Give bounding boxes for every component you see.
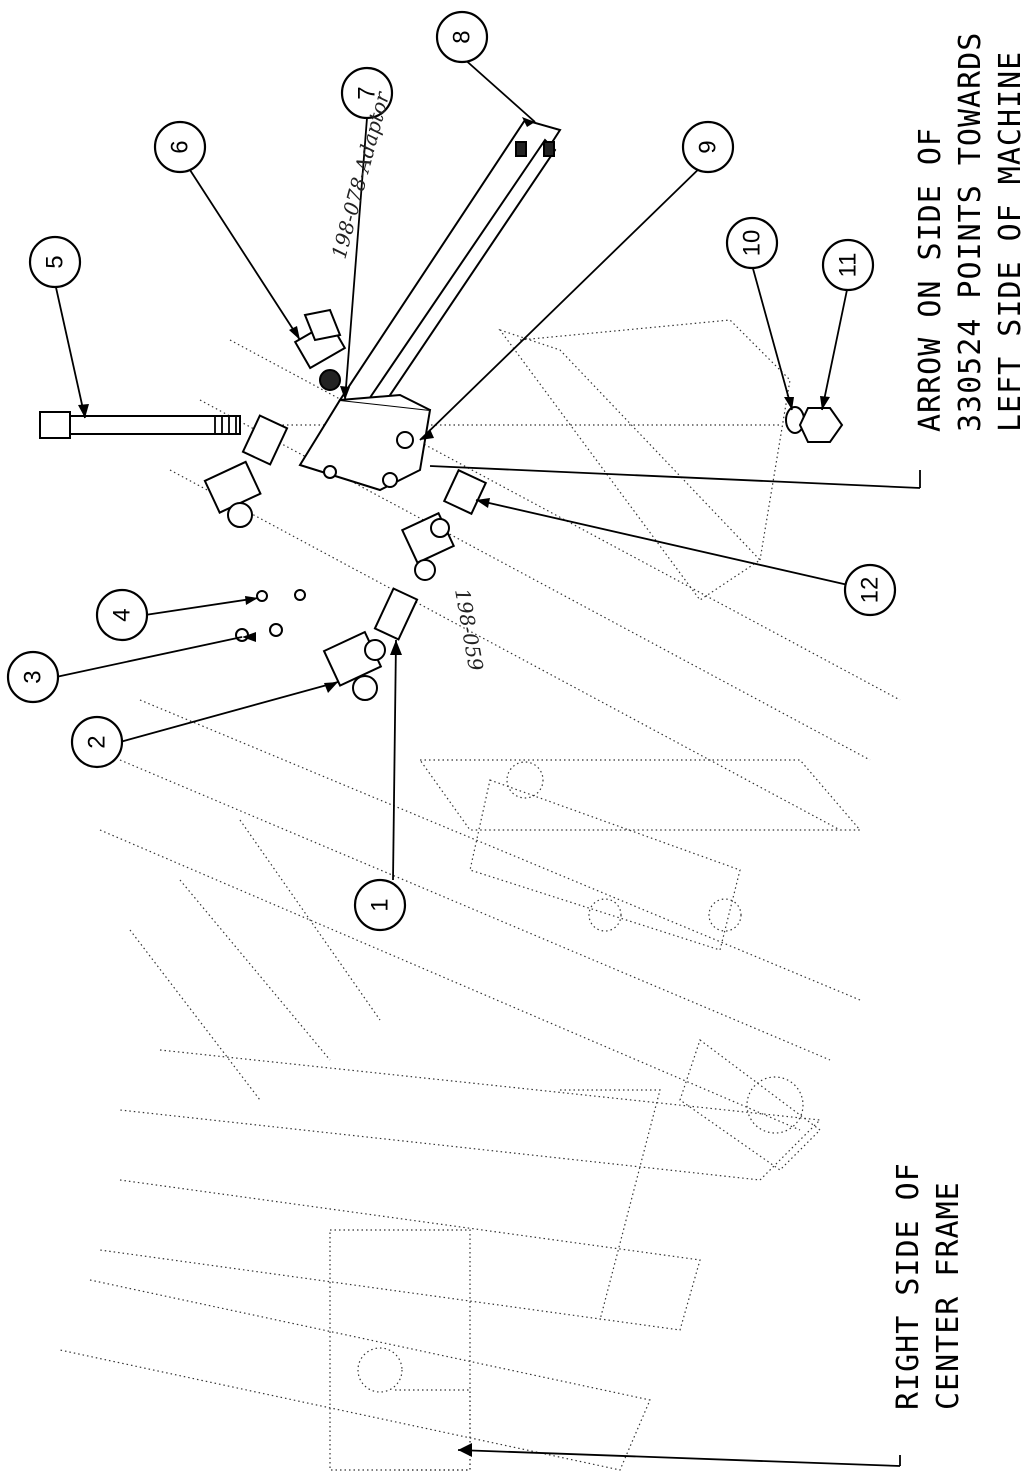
balloon-5: 5 bbox=[28, 235, 82, 289]
balloon-label: 4 bbox=[109, 608, 136, 621]
tee-fitting-center bbox=[400, 511, 456, 581]
arrow-direction-note: ARROW ON SIDE OF 330524 POINTS TOWARDS L… bbox=[913, 32, 1028, 432]
balloon-label: 3 bbox=[20, 670, 47, 683]
balloon-label: 6 bbox=[167, 140, 194, 153]
adaptor-part-upper bbox=[241, 414, 289, 466]
arrow-note-line-1: ARROW ON SIDE OF bbox=[913, 127, 948, 432]
balloon-label: 10 bbox=[739, 230, 766, 257]
arrow-note-line-3: LEFT SIDE OF MACHINE bbox=[993, 51, 1028, 432]
bolt-part-5 bbox=[39, 411, 241, 439]
fitting-part-12 bbox=[442, 468, 488, 516]
balloon-label: 11 bbox=[835, 253, 862, 278]
balloon-11: 11 bbox=[821, 238, 875, 292]
balloon-3: 3 bbox=[6, 650, 60, 704]
balloon-label: 8 bbox=[449, 30, 476, 43]
frame-note-line-2: CENTER FRAME bbox=[931, 1181, 966, 1410]
balloon-12: 12 bbox=[843, 563, 897, 617]
arrow-note-line-2: 330524 POINTS TOWARDS bbox=[953, 32, 988, 432]
balloon-2: 2 bbox=[70, 715, 124, 769]
balloon-4: 4 bbox=[95, 588, 149, 642]
balloon-9: 9 bbox=[681, 120, 735, 174]
tee-fitting-part-2 bbox=[322, 630, 386, 701]
balloon-7: 7 bbox=[340, 66, 394, 120]
balloon-10: 10 bbox=[725, 216, 779, 270]
handwritten-part-number: 198-059 bbox=[450, 587, 488, 673]
fitting-part-6 bbox=[293, 308, 347, 391]
balloon-6: 6 bbox=[153, 120, 207, 174]
leader-lines bbox=[54, 56, 921, 1467]
plate-bracket-part-7-9 bbox=[298, 393, 432, 492]
balloon-8: 8 bbox=[435, 10, 489, 64]
nut-part-11 bbox=[798, 407, 844, 443]
balloon-label: 9 bbox=[695, 140, 722, 153]
balloon-label: 2 bbox=[84, 735, 111, 748]
adaptor-part-1 bbox=[373, 587, 419, 641]
frame-side-note: RIGHT SIDE OF CENTER FRAME bbox=[891, 1162, 966, 1410]
balloon-label: 7 bbox=[354, 86, 381, 99]
balloon-label: 5 bbox=[42, 255, 69, 268]
balloon-label: 12 bbox=[857, 577, 884, 604]
tee-fitting-upper-left bbox=[203, 460, 262, 528]
balloon-label: 1 bbox=[367, 898, 394, 911]
balloon-1: 1 bbox=[353, 878, 407, 932]
frame-note-line-1: RIGHT SIDE OF bbox=[891, 1162, 926, 1410]
